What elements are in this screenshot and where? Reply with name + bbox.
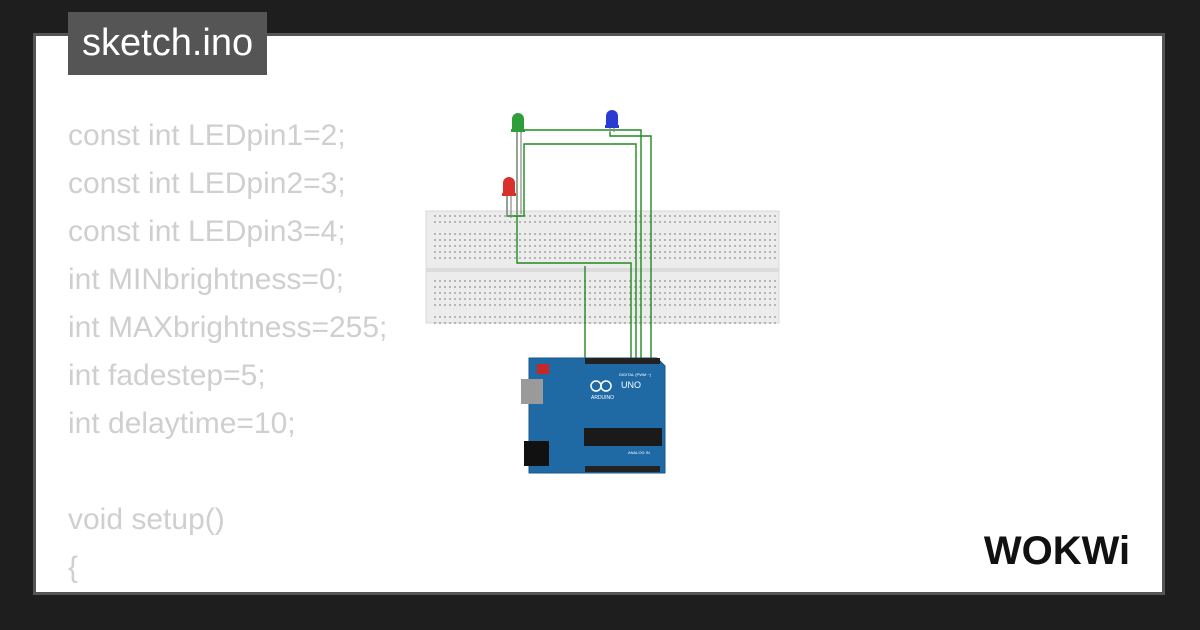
analog-header <box>585 466 660 472</box>
led-blue[interactable] <box>605 110 619 132</box>
code-line: int fadestep=5; <box>68 359 266 392</box>
code-line: void setup() <box>68 503 225 536</box>
code-line: const int LEDpin2=3; <box>68 167 346 200</box>
breadboard <box>425 210 780 324</box>
board-brand: ARDUINO <box>591 395 614 401</box>
circuit-diagram: UNO ARDUINO DIGITAL (PWM ~) ANALOG IN <box>425 110 780 474</box>
wire[interactable] <box>609 132 652 362</box>
code-line: int MINbrightness=0; <box>68 263 344 296</box>
svg-text:WOKWi: WOKWi <box>984 529 1130 572</box>
preview-card: const int LEDpin1=2; const int LEDpin2=3;… <box>33 33 1165 595</box>
file-name: sketch.ino <box>82 22 254 64</box>
code-line: int delaytime=10; <box>68 407 296 440</box>
digital-label: DIGITAL (PWM ~) <box>619 372 652 377</box>
code-line: pinMode(LEDpin1,OUTPUT); <box>68 592 475 595</box>
usb-port <box>521 379 543 404</box>
file-tab: sketch.ino <box>68 12 268 75</box>
led-red[interactable] <box>502 177 516 218</box>
reset-button[interactable] <box>537 364 549 374</box>
wokwi-logo: WOKWi <box>984 529 1130 572</box>
board-model: UNO <box>621 380 641 390</box>
power-jack <box>524 441 549 466</box>
microcontroller-chip <box>584 428 662 446</box>
digital-header <box>585 358 660 364</box>
led-green[interactable] <box>511 113 525 216</box>
code-line: const int LEDpin1=2; <box>68 119 346 152</box>
arduino-uno-board[interactable]: UNO ARDUINO DIGITAL (PWM ~) ANALOG IN <box>521 357 666 474</box>
code-line: { <box>68 551 79 584</box>
code-line: int MAXbrightness=255; <box>68 311 388 344</box>
code-line: const int LEDpin3=4; <box>68 215 346 248</box>
analog-label: ANALOG IN <box>628 450 650 455</box>
code-line <box>68 448 475 496</box>
code-preview: const int LEDpin1=2; const int LEDpin2=3;… <box>68 112 475 595</box>
